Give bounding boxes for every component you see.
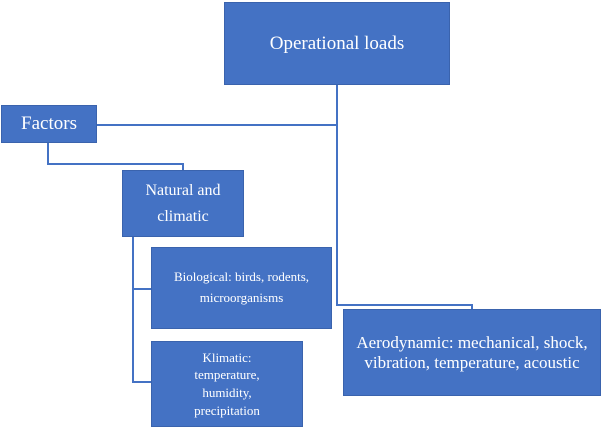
biological-label: Biological: birds, rodents, microorganis… [173,269,310,305]
connector-operational-to-aerodynamic [336,85,473,309]
aerodynamic-label: Aerodynamic: mechanical, shock, vibratio… [356,332,588,372]
aerodynamic-node: Aerodynamic: mechanical, shock, vibratio… [343,309,601,396]
natural-climatic-node: Natural and climatic [122,170,244,237]
klimatic-label: Klimatic: temperature, humidity, precipi… [194,349,260,418]
natural-climatic-label: Natural and climatic [145,181,221,225]
factors-label: Factors [21,113,77,135]
operational-loads-node: Operational loads [224,2,450,85]
biological-node: Biological: birds, rodents, microorganis… [151,247,332,329]
klimatic-node: Klimatic: temperature, humidity, precipi… [151,341,303,427]
connector-natural-to-klimatic [132,289,151,383]
factors-node: Factors [1,105,97,143]
connector-factors-to-natural [47,143,184,170]
operational-loads-label: Operational loads [269,32,405,54]
connector-natural-to-biological [132,237,151,290]
